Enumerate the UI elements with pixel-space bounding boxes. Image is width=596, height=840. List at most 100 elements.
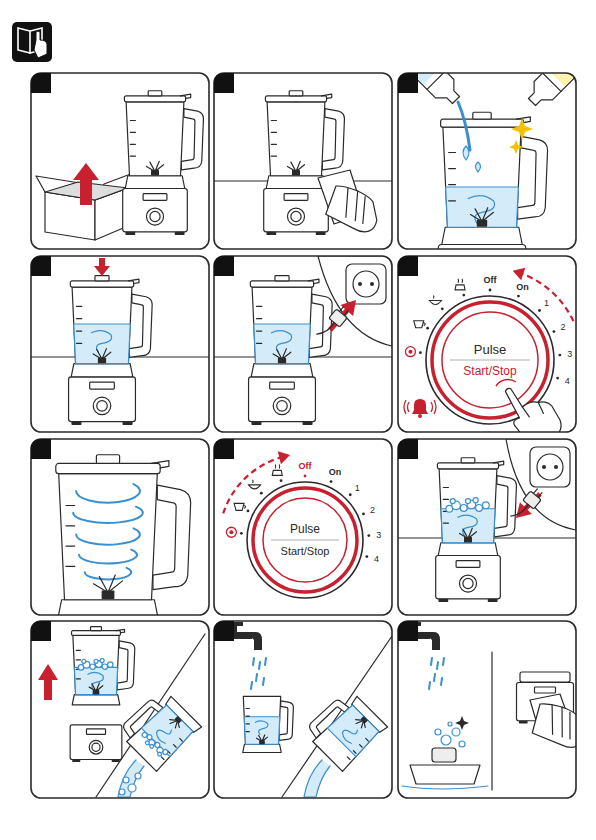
blender-dial — [89, 740, 103, 754]
base-top — [520, 672, 570, 682]
tap-spout — [424, 632, 440, 650]
arrow-head — [513, 268, 526, 281]
jar-lid — [72, 631, 121, 636]
jar-tick — [76, 306, 81, 307]
blender-dial — [460, 575, 477, 592]
panel-frame — [31, 439, 209, 615]
panel-frame — [398, 256, 576, 432]
plug — [510, 486, 545, 524]
jar — [72, 287, 132, 364]
step-tab — [31, 256, 51, 276]
bubble — [448, 722, 452, 726]
panel-frame — [31, 621, 209, 798]
program-icon — [272, 464, 282, 475]
jar-collar — [442, 227, 523, 244]
bubble — [157, 752, 162, 757]
bubble — [441, 735, 451, 745]
blender — [117, 687, 202, 772]
panel-content — [36, 91, 203, 240]
pour-stream — [118, 760, 144, 797]
jar-tick — [76, 330, 81, 331]
jar-blade-hub — [260, 741, 264, 744]
jar-blade-hub — [477, 220, 486, 226]
blender-dial — [277, 401, 288, 412]
manual-icon — [12, 22, 52, 62]
dial-dot — [260, 492, 263, 495]
bubble — [108, 662, 113, 667]
jar-blade — [147, 161, 164, 171]
jar-lid-cap — [289, 91, 303, 96]
hand-shape — [324, 183, 384, 235]
water-drop — [429, 682, 430, 689]
dial-label: 1 — [544, 299, 549, 308]
blender — [438, 112, 547, 249]
dial-label: 2 — [370, 505, 375, 514]
jar-tick — [271, 132, 276, 133]
jar-tick — [76, 650, 80, 651]
blender — [53, 455, 191, 615]
dial-label: Pulse — [290, 523, 320, 535]
panel-frame — [214, 73, 392, 249]
sparkle — [455, 716, 469, 730]
jar-lid-cap — [148, 91, 162, 96]
jar-collar — [438, 543, 498, 556]
blender-dial — [291, 211, 301, 221]
jar-blade-hub — [465, 538, 472, 542]
dial-label: 4 — [565, 376, 570, 385]
panel-frame — [31, 256, 209, 432]
jar-blade-hub — [152, 171, 159, 175]
jar-tick — [130, 132, 135, 133]
water-drop — [443, 658, 444, 665]
program-icon — [414, 321, 426, 328]
jar-collar — [71, 364, 133, 377]
jar-blade-hub — [361, 717, 367, 723]
plug-pin — [538, 493, 542, 498]
water-drop — [259, 662, 260, 669]
jar-tick — [443, 499, 448, 500]
step-tab — [31, 439, 51, 459]
blender-display — [456, 561, 480, 568]
jar-part — [432, 748, 456, 762]
step-tab — [398, 621, 418, 641]
water-drop — [434, 674, 435, 681]
blender-base — [123, 189, 188, 232]
panel-frame — [398, 621, 576, 798]
jar-handle — [518, 136, 548, 219]
bottle-body — [523, 73, 576, 111]
step-tab — [214, 621, 234, 641]
jar-water — [74, 324, 130, 364]
jar — [252, 287, 312, 364]
program-icon — [455, 279, 465, 290]
jar-blade — [168, 716, 182, 730]
water-drop — [251, 682, 252, 689]
jar-lid — [70, 281, 133, 287]
plug-body — [523, 491, 541, 509]
bubble — [102, 664, 107, 669]
blender-dial — [273, 397, 291, 415]
program-icon — [408, 350, 412, 354]
bubble — [460, 505, 467, 512]
blender-base — [69, 377, 136, 422]
program-icon — [234, 503, 246, 510]
step-tab — [398, 439, 418, 459]
program-icon — [272, 464, 282, 475]
jar-collar — [251, 364, 313, 377]
outlet-socket — [353, 271, 379, 297]
blender — [69, 276, 153, 425]
bell — [412, 399, 428, 414]
manual-icon-hand — [34, 31, 47, 58]
program-icon — [234, 503, 246, 510]
jar-tick — [366, 738, 369, 741]
jar-lid-tab — [128, 279, 139, 283]
bubble — [135, 773, 141, 779]
dial-dot — [419, 351, 422, 354]
jar-blade — [471, 208, 494, 222]
jar-lid-cap — [473, 112, 491, 119]
bubble — [119, 789, 125, 795]
jar-lid — [124, 96, 185, 102]
dial-dot — [330, 480, 333, 483]
dial-outer — [247, 482, 363, 598]
dial-dot — [517, 295, 520, 298]
jar — [59, 474, 158, 600]
